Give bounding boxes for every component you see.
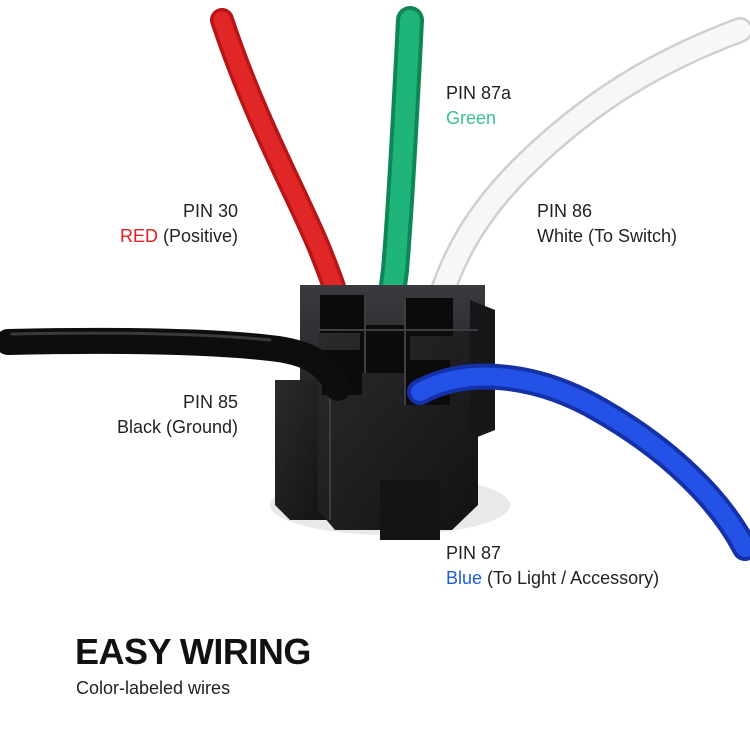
pin30-number: PIN 30 [182, 201, 238, 221]
pin86-label: PIN 86 White (To Switch) [537, 199, 677, 249]
pin85-desc: Black (Ground) [116, 417, 238, 437]
pin87a-color-word: Green [446, 108, 497, 128]
pin85-label: PIN 85 Black (Ground) [117, 390, 238, 440]
cavity-pin87a [360, 325, 410, 373]
black-wire [0, 327, 351, 401]
white-wire-core [419, 19, 750, 346]
subline: Color-labeled wires [76, 678, 231, 698]
pin87a-label: PIN 87a Green [446, 81, 511, 131]
pin87-label: PIN 87 Blue (To Light / Accessory) [446, 541, 659, 591]
pin87-number: PIN 87 [446, 543, 502, 563]
pin30-desc: (Positive) [157, 226, 238, 246]
relay-socket [275, 285, 495, 540]
pin30-color-word: RED [119, 226, 158, 246]
pin30-label: PIN 30 RED (Positive) [120, 199, 238, 249]
socket-edge-highlight [318, 295, 478, 520]
pin30-description: RED (Positive) [120, 224, 238, 249]
pin87-color-word: Blue [446, 568, 483, 588]
cavity-pin30 [320, 295, 365, 333]
pin87-description: Blue (To Light / Accessory) [446, 566, 659, 591]
pin87-desc: (To Light / Accessory) [482, 568, 660, 588]
red-wire-core [213, 11, 351, 334]
socket-left-wing [275, 380, 330, 520]
pin86-number: PIN 86 [537, 201, 593, 221]
pin85-number: PIN 85 [182, 392, 238, 412]
pin87a-number: PIN 87a [446, 83, 512, 103]
blue-wire-core [411, 367, 750, 557]
socket-bottom-foot [380, 480, 440, 540]
pin86-desc: White (To Switch) [537, 226, 678, 246]
black-wire-shine [10, 331, 272, 342]
headline: EASY WIRING [75, 631, 311, 672]
